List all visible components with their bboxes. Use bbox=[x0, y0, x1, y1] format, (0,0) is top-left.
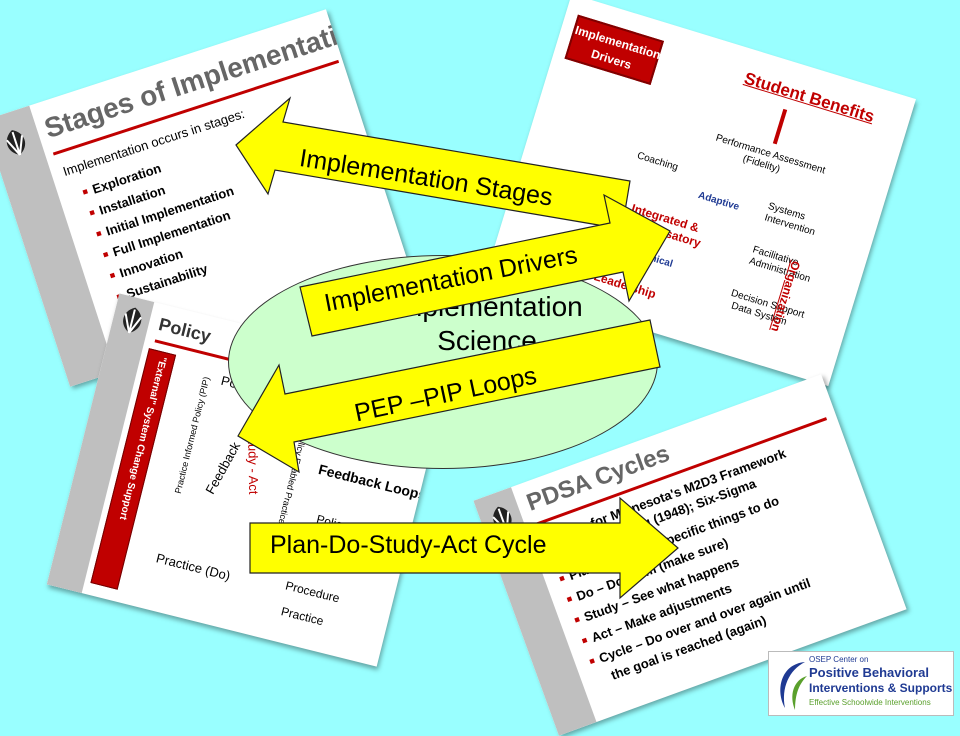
pbis-logo-line4: Effective Schoolwide Interventions bbox=[809, 698, 931, 707]
drivers-arrow-shape bbox=[299, 193, 671, 337]
pbis-logo-line2: Positive Behavioral bbox=[809, 665, 929, 680]
arrows-layer bbox=[235, 96, 679, 600]
pbis-logo-line1: OSEP Center on bbox=[809, 655, 869, 664]
policy-flower-logo-icon bbox=[112, 300, 153, 341]
pdsa-arrow-shape bbox=[249, 496, 679, 600]
pdsa-arrow-label: Plan-Do-Study-Act Cycle bbox=[270, 531, 547, 559]
pbis-logo: OSEP Center on Positive Behavioral Inter… bbox=[768, 651, 954, 716]
pbis-swoosh-icon bbox=[780, 662, 807, 710]
pep-pip-arrow-shape bbox=[237, 319, 661, 474]
policy-slide: Policy "External" System Change Support … bbox=[46, 293, 450, 667]
stages-arrow-shape bbox=[235, 96, 631, 230]
stages-slide: Stages of Implementation Implementation … bbox=[0, 9, 413, 387]
pbis-flower-logo-icon bbox=[0, 121, 37, 164]
pbis-logo-line3: Interventions & Supports bbox=[809, 681, 953, 695]
